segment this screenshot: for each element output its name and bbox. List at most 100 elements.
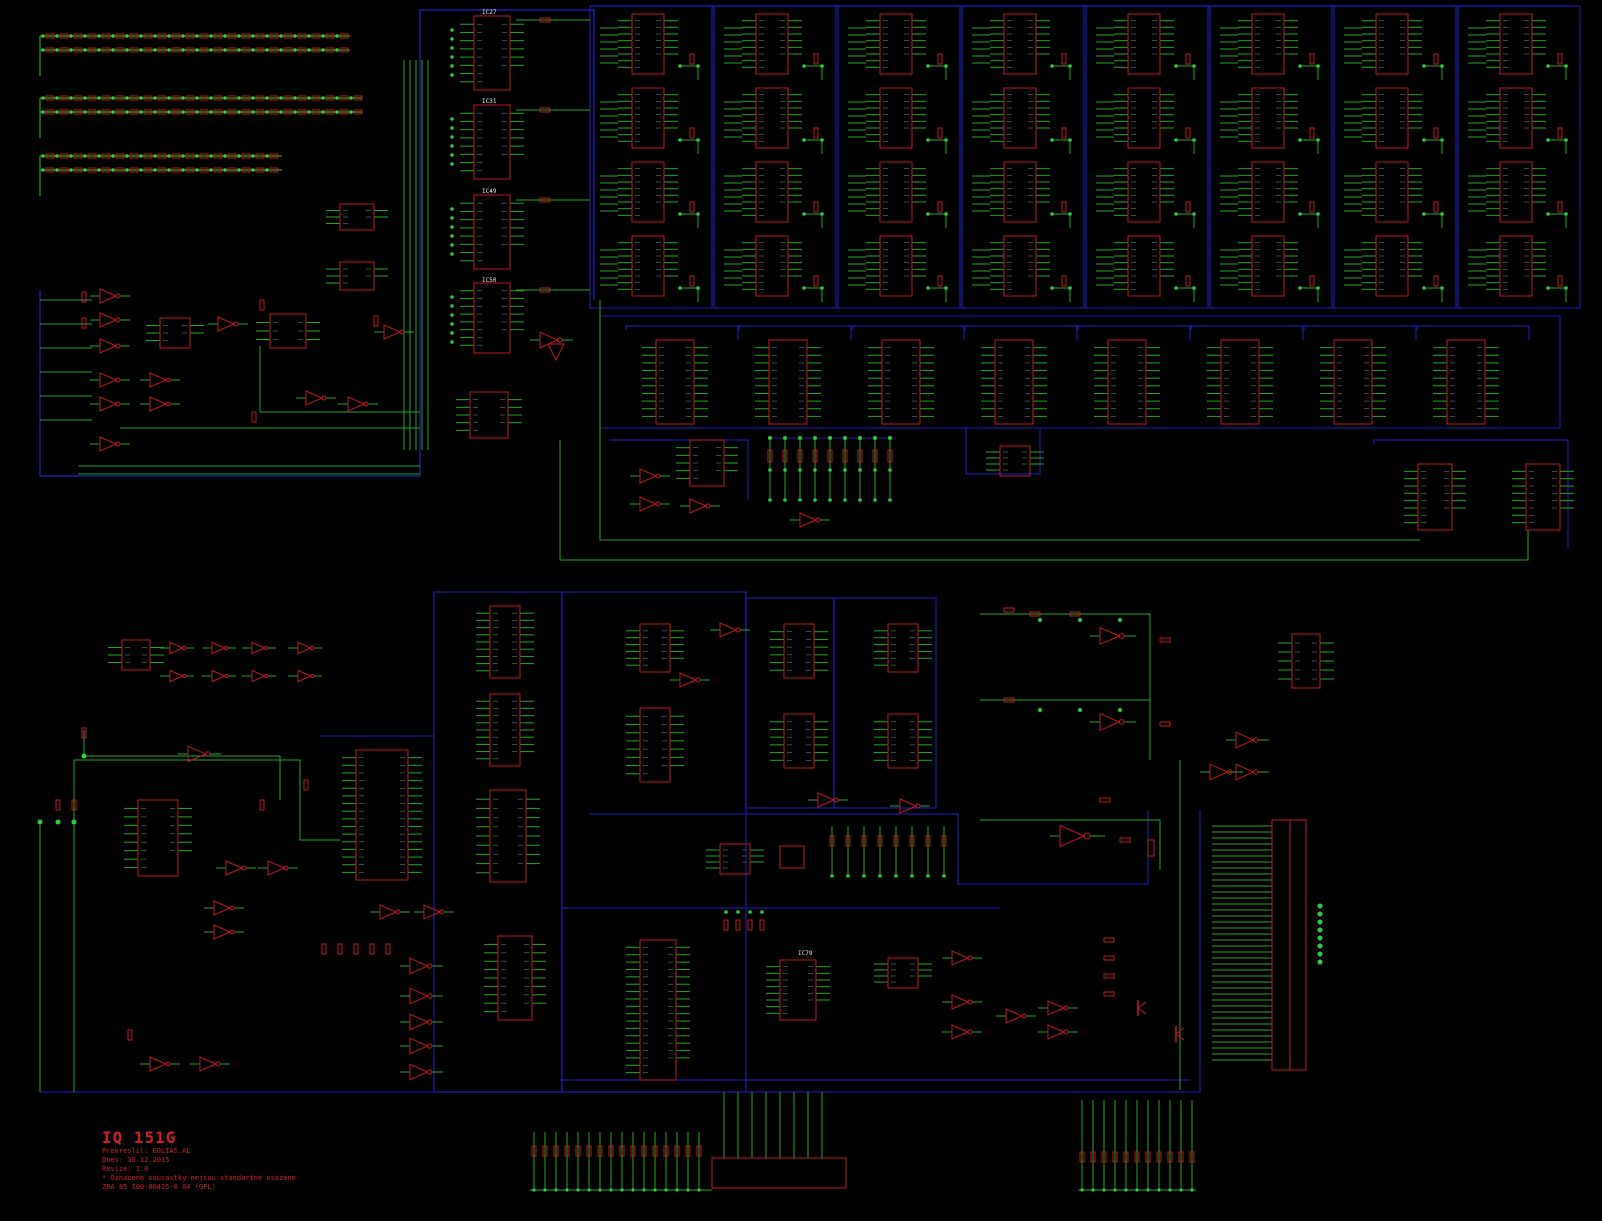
title-line-revision: Revize: 1.0 [102,1165,149,1173]
memory-chip [1127,235,1161,297]
resistor-symbol [542,1145,548,1157]
logic-gate-symbol [1099,626,1121,646]
memory-chip [879,13,913,75]
data-chip [497,935,533,1021]
resistor-symbol [608,1145,614,1157]
resistor-symbol [259,299,265,311]
resistor-symbol [127,1029,133,1041]
rom-chip [639,939,677,1081]
resistor-symbol [1103,991,1115,997]
resistor-symbol [845,835,851,847]
logic-gate-symbol [1099,712,1121,732]
data-chip [489,789,527,883]
resistor-symbol [1103,973,1115,979]
memory-chip [1003,13,1037,75]
logic-gate-symbol [267,860,286,876]
wire-junctions [37,28,1568,1192]
memory-chip [879,161,913,223]
title-line-note: * Oznacene soucastky nejsou standartne o… [102,1174,296,1182]
logic-gate-symbol [1005,1008,1024,1024]
memory-chip [1003,161,1037,223]
resistor-symbol [893,835,899,847]
register-chip [1107,339,1147,425]
resistor-symbol [1103,937,1115,943]
memory-chip [1499,235,1533,297]
logic-chip [783,623,815,679]
resistor-symbol [696,1145,702,1157]
ic-labels: IC27 IC31 IC49 IC50 IC79 [482,9,813,957]
memory-chip [1375,87,1409,149]
resistor-symbol [81,291,87,303]
title-line-date: Dnes: 30.12.2015 [102,1156,170,1164]
resistor-symbol [1189,1151,1195,1163]
connector-symbol [779,845,805,869]
resistor-symbol [877,835,883,847]
logic-gate-symbol [409,957,429,975]
logic-gate-symbol [817,792,836,808]
logic-gate-symbol [1047,1000,1066,1016]
logic-gate-symbol [149,372,168,388]
resistor-symbol [619,1145,625,1157]
logic-gate-symbol [347,396,366,412]
logic-chip [719,843,751,875]
register-chip [994,339,1034,425]
logic-gate-symbol [951,1024,970,1040]
resistor-symbol [1112,1151,1118,1163]
resistor-symbol [81,727,87,739]
resistor-symbol [1119,837,1131,843]
speaker-symbol [1147,839,1155,857]
logic-gate-symbol [99,436,118,452]
latch-chip [159,317,191,349]
ic-label-ic27: IC27 [482,9,497,16]
logic-gate-symbol [149,396,168,412]
memory-chip [1375,235,1409,297]
resistor-symbol [531,1145,537,1157]
resistor-symbol [909,835,915,847]
memory-chip [1251,13,1285,75]
component-symbols [45,13,1563,1189]
logic-gate-symbol [251,669,267,683]
resistor-symbol [685,1145,691,1157]
latch-chip [269,313,307,349]
resistor-symbol [1156,1151,1162,1163]
latch-chip [339,203,375,231]
resistor-symbol [55,799,61,811]
memory-chip [1499,13,1533,75]
resistor-symbol [597,1145,603,1157]
resistor-symbol [321,943,327,955]
resistor-symbol [1069,611,1081,617]
resistor-symbol [674,1145,680,1157]
title-line-drawing-number: ZRA 85 100-00425-0 04 (GFL) [102,1183,216,1191]
memory-chip [631,235,665,297]
data-chip [489,605,521,679]
logic-gate-symbol [899,798,918,814]
memory-chip [1251,235,1285,297]
ic-label-ic31: IC31 [482,98,497,105]
logic-gate-symbol [379,904,398,920]
memory-chip [1127,87,1161,149]
logic-gate-symbol [217,316,236,332]
resistor-symbol [1103,955,1115,961]
resistor-symbol [1123,1151,1129,1163]
register-chip [1446,339,1486,425]
memory-chip [1499,161,1533,223]
buffer-chip [1417,463,1453,531]
logic-gate-symbol [409,1013,429,1031]
resistor-symbol [1003,607,1015,613]
logic-gate-symbol [99,338,118,354]
resistor-symbol [303,779,309,791]
resistor-symbol [641,1145,647,1157]
logic-chip [999,445,1031,477]
logic-gate-symbol [305,390,324,406]
memory-chip [755,13,789,75]
memory-chip [631,161,665,223]
resistor-symbol [1145,1151,1151,1163]
resistor-symbol [925,835,931,847]
resistor-symbol [1079,1151,1085,1163]
memory-chip [1251,87,1285,149]
ground-symbol [547,343,565,362]
resistor-symbol [861,835,867,847]
resistor-symbol [1167,1151,1173,1163]
logic-chip [689,439,725,487]
memory-chip [879,235,913,297]
